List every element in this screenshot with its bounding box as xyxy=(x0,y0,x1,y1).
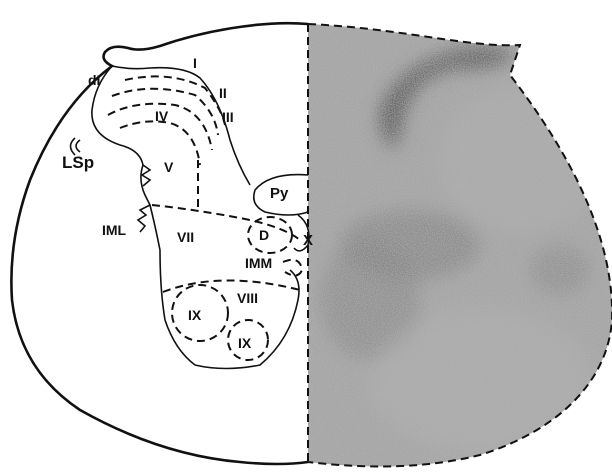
label-lamina-10: X xyxy=(303,232,313,249)
labels: dI I II III IV V LSp Py D X IML VII IMM … xyxy=(62,55,313,351)
label-lamina-7: VII xyxy=(177,229,194,245)
lamina-v-edge xyxy=(142,165,150,186)
label-imm: IMM xyxy=(245,255,272,271)
label-iml: IML xyxy=(102,222,127,238)
boundary-iv-v xyxy=(120,121,200,165)
iml-edge xyxy=(138,205,150,232)
label-lamina-4: IV xyxy=(155,108,169,124)
label-lamina-1: I xyxy=(193,55,197,71)
boundary-i-ii xyxy=(125,76,225,125)
label-lamina-2: II xyxy=(219,85,227,101)
boundary-v-vii xyxy=(152,205,300,240)
cord-outline xyxy=(11,23,308,464)
label-lsp: LSp xyxy=(62,153,94,172)
label-lamina-9-upper: IX xyxy=(188,307,202,323)
lsp-arc-1 xyxy=(76,140,80,152)
label-lamina-5: V xyxy=(164,159,174,175)
label-py: Py xyxy=(270,185,289,202)
label-lamina-3: III xyxy=(222,109,234,125)
schematic-panel xyxy=(11,23,309,464)
label-d: D xyxy=(259,227,269,243)
label-lamina-9-lower: IX xyxy=(238,335,252,351)
boundary-vii-viii xyxy=(163,280,300,292)
label-dl: dI xyxy=(88,72,100,88)
label-lamina-8: VIII xyxy=(237,290,258,306)
clarke-column-d xyxy=(248,217,292,253)
